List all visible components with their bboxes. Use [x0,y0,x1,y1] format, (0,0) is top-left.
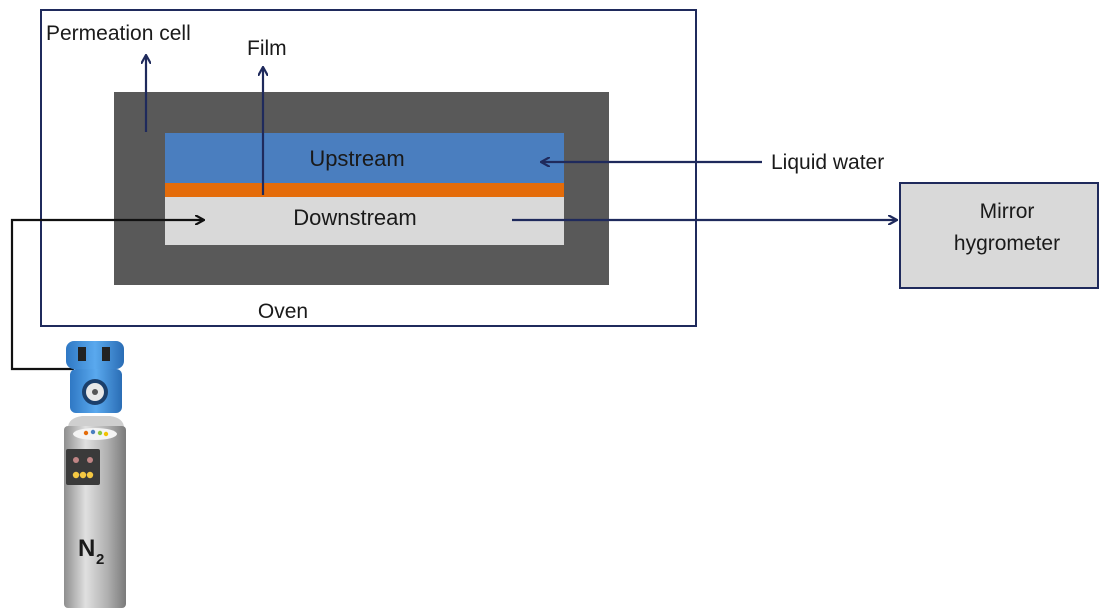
n2-label: N [78,535,95,562]
mirror-hygrometer-box [899,182,1099,289]
permeation-cell-label: Permeation cell [46,22,191,45]
nitrogen-cylinder-icon [64,341,126,608]
oven-box [40,9,697,327]
liquid-water-label: Liquid water [771,151,884,174]
downstream-chamber [165,197,564,245]
film-layer [165,183,564,197]
n2-supply-line [10,220,203,371]
film-label: Film [247,37,287,60]
mirror-hygrometer-label-line2: hygrometer [954,232,1060,255]
upstream-label: Upstream [309,146,404,171]
downstream-label: Downstream [293,205,416,230]
upstream-chamber [165,133,564,185]
mirror-hygrometer-label-line1: Mirror [980,200,1035,223]
oven-label: Oven [258,300,308,323]
n2-subscript: 2 [96,551,104,568]
